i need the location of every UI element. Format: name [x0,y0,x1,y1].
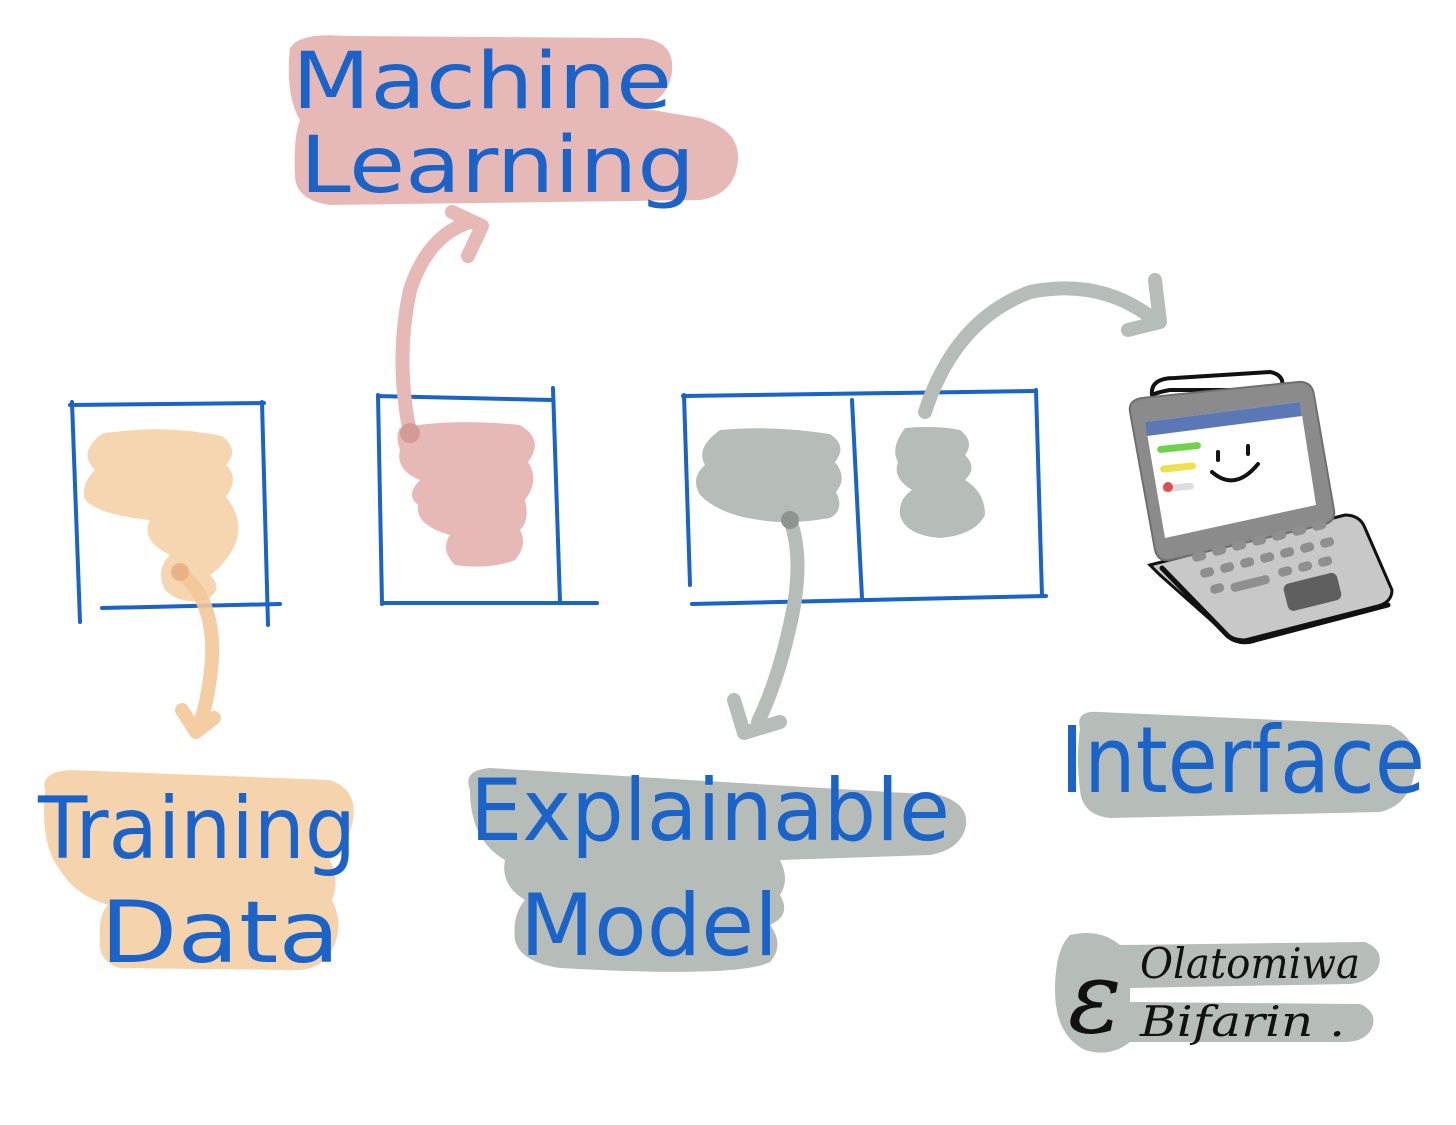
interface-arrow [918,273,1167,419]
interface-label: Interface [1060,707,1425,818]
training-data-label: Training Data [37,770,356,983]
signature-initial: ε [1068,939,1122,1056]
data-label: Data [100,883,340,983]
smiley-icon [1210,444,1260,483]
signature-highlight [1055,932,1380,1053]
interface-highlight [1078,711,1416,818]
signature: ε Olatomiwa Bifarin . [1055,932,1380,1056]
machine-learning-blob [397,422,535,567]
training-data-highlight [44,770,354,971]
learning-label: Learning [300,121,695,211]
explainable-model-arrow-start [781,511,799,529]
training-data-blob [83,429,239,602]
explainable-model-blob-right [895,426,985,538]
signature-line-2: Bifarin . [1139,997,1345,1046]
interface-text: Interface [1060,707,1425,814]
explainable-model-blob-left [696,428,842,523]
machine-learning-label: Machine Learning [288,35,739,211]
explainable-model-label: Explainable Model [468,761,967,976]
machine-learning-arrow-start [400,423,420,443]
laptop-icon [1128,370,1394,645]
explainable-label: Explainable [470,761,950,861]
machine-learning-highlight [288,35,739,206]
machine-learning-arrow [395,205,489,440]
training-label: Training [37,779,356,879]
explainable-model-box [681,388,1048,606]
training-data-arrow [173,565,221,739]
training-data-arrow-start [171,563,189,581]
training-data-box [68,400,282,627]
signature-line-1: Olatomiwa [1140,939,1360,988]
explainable-model-highlight [468,768,967,972]
machine-label: Machine [292,37,672,127]
explainable-model-arrow [727,513,805,740]
model-label: Model [520,876,778,976]
